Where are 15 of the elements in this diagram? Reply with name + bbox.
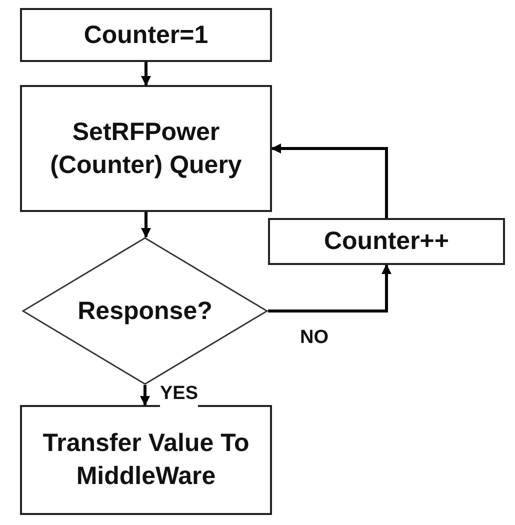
node-text: Counter++ [322, 226, 450, 257]
node-text: Transfer Value To MiddleWare [42, 428, 250, 492]
decision-diamond [22, 237, 268, 385]
arrow [141, 212, 151, 238]
process-box [268, 218, 505, 265]
arrow [140, 385, 150, 406]
node-text: Counter=1 [82, 20, 210, 50]
node-text: SetRFPower (Counter) Query [49, 116, 243, 180]
process-box [20, 8, 272, 62]
process-box [20, 85, 272, 212]
node-text: Response? [76, 296, 214, 326]
process-box [20, 405, 272, 515]
arrow [268, 264, 392, 312]
arrow [141, 62, 151, 86]
arrow [271, 144, 388, 218]
